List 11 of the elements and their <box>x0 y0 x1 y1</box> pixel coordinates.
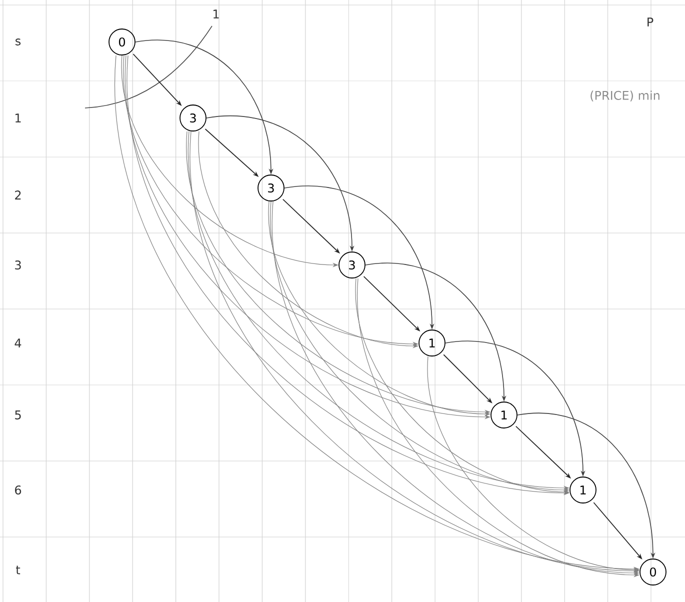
row-label: t <box>16 566 20 574</box>
row-label: 3 <box>15 260 21 270</box>
row-label: 1 <box>16 114 21 122</box>
note-text: (PRICE) min <box>590 90 660 102</box>
row-label: 6 <box>15 485 22 495</box>
row-label: s <box>16 38 21 46</box>
row-label: 4 <box>14 338 22 348</box>
row-label: 5 <box>15 410 21 420</box>
handwritten-label: 1 <box>214 10 219 18</box>
handwritten-label: P <box>648 18 654 26</box>
row-label: 2 <box>15 190 21 200</box>
